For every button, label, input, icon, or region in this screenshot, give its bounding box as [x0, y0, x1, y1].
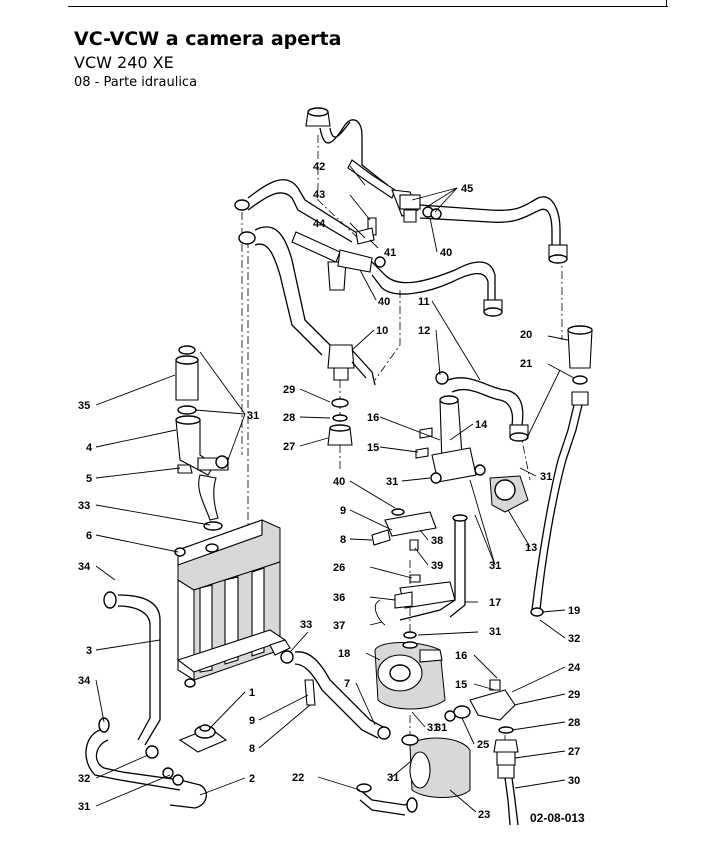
part-label-21: 21: [520, 358, 532, 370]
part-label-31h: 31: [387, 772, 399, 784]
page-title: VC-VCW a camera aperta: [74, 28, 342, 50]
pipe-7: [280, 650, 391, 740]
part-label-6: 6: [86, 530, 92, 542]
filter-assembly-left: [175, 345, 229, 531]
header-rule: [68, 6, 668, 7]
part-label-28b: 28: [568, 717, 580, 729]
leader-lines: [95, 165, 575, 813]
part-label-27b: 27: [568, 746, 580, 758]
drawing-code: 02-08-013: [530, 811, 585, 825]
part-label-37: 37: [333, 620, 345, 632]
part-label-22: 22: [292, 772, 304, 784]
part-label-4: 4: [86, 442, 93, 454]
part-label-1: 1: [249, 687, 255, 699]
part-label-29a: 29: [283, 384, 295, 396]
part-label-15a: 15: [367, 442, 379, 454]
part-label-39: 39: [431, 560, 443, 572]
part-label-9b: 9: [249, 715, 255, 727]
part-label-40b: 40: [378, 296, 390, 308]
part-label-40a: 40: [440, 247, 452, 259]
left-pipe-loop: [85, 591, 207, 809]
part-label-20: 20: [520, 329, 532, 341]
part-label-41: 41: [384, 247, 396, 259]
part-label-31c: 31: [386, 476, 398, 488]
part-label-29b: 29: [568, 689, 580, 701]
part-label-27a: 27: [283, 441, 295, 453]
part-label-2: 2: [249, 773, 255, 785]
part-label-25: 25: [477, 739, 489, 751]
part-label-9a: 9: [340, 505, 346, 517]
flow-switch-assembly: [371, 508, 468, 639]
part-label-31f: 31: [489, 626, 501, 638]
part-label-24: 24: [568, 662, 581, 674]
part-label-15b: 15: [455, 679, 467, 691]
three-way-valve: [415, 395, 529, 513]
part-label-32b: 32: [568, 633, 580, 645]
right-filter-and-pipe: [493, 325, 593, 826]
part-label-11: 11: [418, 296, 430, 308]
part-label-12: 12: [418, 325, 430, 337]
part-label-33a: 33: [78, 500, 90, 512]
section-title: 08 - Parte idraulica: [74, 75, 198, 90]
part-label-16b: 16: [455, 650, 467, 662]
part-label-31e: 31: [489, 560, 501, 572]
part-label-34b: 34: [78, 675, 91, 687]
circulator-pump: [356, 641, 471, 816]
part-label-35: 35: [78, 400, 90, 412]
valve-fittings-top: [355, 194, 442, 268]
model-subtitle: VCW 240 XE: [74, 53, 174, 72]
part-label-26: 26: [333, 562, 345, 574]
part-label-31d: 31: [540, 471, 552, 483]
part-label-10: 10: [376, 325, 388, 337]
part-label-44: 44: [313, 218, 326, 230]
part-label-42: 42: [313, 161, 325, 173]
part-label-31g: 31: [427, 722, 439, 734]
part-label-3: 3: [86, 645, 92, 657]
heat-exchanger: [174, 519, 291, 688]
part-label-40c: 40: [333, 476, 345, 488]
part-label-16a: 16: [367, 412, 379, 424]
part-label-19: 19: [568, 605, 580, 617]
part-label-30: 30: [568, 775, 580, 787]
part-label-33b: 33: [300, 619, 312, 631]
part-label-8a: 8: [340, 534, 346, 546]
part-label-36: 36: [333, 592, 345, 604]
part-label-43: 43: [313, 189, 325, 201]
header-rule-corner: [666, 0, 667, 7]
safety-valve: [178, 724, 228, 753]
part-label-32a: 32: [78, 773, 90, 785]
part-label-17: 17: [489, 597, 501, 609]
part-label-5: 5: [86, 473, 92, 485]
part-label-8b: 8: [249, 743, 255, 755]
part-label-18: 18: [338, 648, 350, 660]
part-label-7: 7: [344, 678, 350, 690]
part-label-34a: 34: [78, 561, 91, 573]
part-label-45: 45: [461, 183, 473, 195]
part-label-13: 13: [525, 542, 537, 554]
part-label-31i: 31: [435, 722, 447, 734]
part-label-14: 14: [475, 419, 488, 431]
part-label-23: 23: [478, 809, 490, 821]
part-label-31b: 31: [78, 801, 90, 813]
part-label-31a: 31: [247, 410, 259, 422]
part-label-28a: 28: [283, 412, 295, 424]
fittings-27-29: [327, 398, 353, 446]
part-label-38: 38: [431, 535, 443, 547]
part-labels: 42 43 44 45 40 41 40 11 10 12 20 21 35 3…: [78, 161, 585, 825]
